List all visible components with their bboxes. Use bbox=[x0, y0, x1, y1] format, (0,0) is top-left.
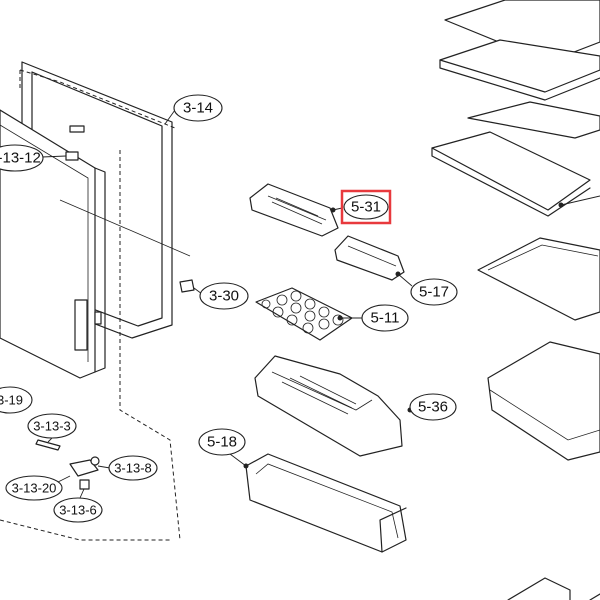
bin-5-18-inner bbox=[255, 463, 399, 539]
door-handle-bracket bbox=[74, 299, 88, 351]
bin-5-17-grille bbox=[347, 245, 397, 267]
shelf-3 bbox=[467, 101, 600, 139]
callouts: 3-14 3-13-12 3-30 3-19 3-13-3 3-13-8 bbox=[0, 94, 458, 523]
shelf-4 bbox=[431, 131, 591, 211]
leader-5-31 bbox=[332, 207, 343, 211]
crisper-drawer bbox=[487, 341, 600, 461]
callout-3-13-3[interactable]: 3-13-3 bbox=[27, 413, 77, 439]
door-handle-clip bbox=[94, 311, 102, 325]
part-3-13-8-pin bbox=[90, 456, 100, 466]
callout-5-18[interactable]: 5-18 bbox=[198, 428, 246, 456]
callout-label: 3-30 bbox=[209, 288, 239, 305]
bin-5-31 bbox=[249, 183, 339, 237]
part-3-13-3-shape bbox=[35, 439, 61, 451]
callout-label: 3-13-12 bbox=[0, 150, 41, 167]
upper-hinge-part bbox=[69, 125, 85, 133]
callout-3-13-6[interactable]: 3-13-6 bbox=[53, 497, 103, 523]
callout-label: 5-18 bbox=[207, 434, 237, 451]
upper-hinge-block bbox=[65, 151, 79, 161]
reference-line bbox=[59, 199, 191, 257]
crisper-cover-inner bbox=[487, 244, 599, 271]
callout-label: 3-13-3 bbox=[33, 419, 71, 434]
callout-label: 5-17 bbox=[419, 284, 449, 301]
bin-5-17 bbox=[334, 235, 405, 281]
door-panel bbox=[0, 109, 96, 379]
shelf-2 bbox=[439, 39, 600, 93]
callout-5-36[interactable]: 5-36 bbox=[409, 393, 457, 421]
leader-3-13-20 bbox=[57, 475, 71, 483]
callout-label: 3-13-6 bbox=[59, 503, 97, 518]
callout-3-13-12[interactable]: 3-13-12 bbox=[0, 144, 44, 172]
callout-label: 5-11 bbox=[371, 310, 400, 327]
part-3-13-8-shape bbox=[69, 459, 99, 477]
bin-5-36-inner bbox=[271, 371, 373, 411]
lower-part-edge bbox=[589, 593, 600, 600]
highlight-box bbox=[340, 189, 392, 225]
leader-5-18 bbox=[229, 453, 247, 467]
bin-5-18-end bbox=[379, 507, 407, 553]
crisper-drawer-line bbox=[489, 389, 600, 441]
callout-3-13-8[interactable]: 3-13-8 bbox=[108, 455, 158, 481]
door-panel-inner-line bbox=[0, 124, 89, 362]
callout-label: 3-19 bbox=[0, 393, 23, 408]
callout-3-30[interactable]: 3-30 bbox=[199, 282, 249, 310]
bin-5-36-ribs bbox=[281, 375, 357, 415]
bin-5-18 bbox=[245, 453, 407, 553]
callout-label: 5-31 bbox=[351, 199, 381, 216]
callout-3-19[interactable]: 3-19 bbox=[0, 386, 33, 414]
callout-label: 3-13-20 bbox=[12, 481, 57, 496]
bin-5-31-ribs bbox=[271, 197, 323, 225]
leader-3-13-3 bbox=[47, 437, 53, 443]
glass-shelves bbox=[431, 0, 600, 600]
egg-tray-cups bbox=[261, 290, 344, 334]
callout-3-14[interactable]: 3-14 bbox=[173, 94, 223, 122]
lower-part bbox=[507, 577, 571, 600]
part-3-30-shape bbox=[179, 279, 195, 293]
callout-label: 3-13-8 bbox=[114, 461, 152, 476]
callout-label: 5-36 bbox=[418, 399, 448, 416]
leader-3-13-6 bbox=[79, 488, 85, 499]
crisper-cover bbox=[477, 237, 600, 321]
shelf-2-edge bbox=[439, 59, 600, 101]
door-panel-edge bbox=[94, 167, 106, 373]
part-3-13-6-shape bbox=[79, 479, 90, 490]
callout-label: 3-14 bbox=[183, 100, 213, 117]
shelf-4-leader bbox=[560, 195, 600, 206]
door-bins bbox=[243, 183, 413, 553]
leader-3-13-12 bbox=[41, 155, 67, 158]
door-dashed-outline bbox=[0, 69, 181, 541]
bin-5-36 bbox=[254, 355, 403, 457]
callout-3-13-20[interactable]: 3-13-20 bbox=[5, 475, 63, 501]
leader-5-17 bbox=[397, 273, 413, 287]
door-assembly bbox=[0, 61, 195, 541]
egg-tray bbox=[255, 287, 353, 341]
callout-5-17[interactable]: 5-17 bbox=[410, 278, 458, 306]
leader-3-14 bbox=[164, 109, 176, 125]
bin-5-31-grille bbox=[267, 195, 327, 221]
callout-5-31[interactable]: 5-31 bbox=[343, 194, 389, 220]
callout-5-11[interactable]: 5-11 bbox=[361, 304, 409, 332]
shelf-4-edge bbox=[431, 147, 591, 217]
leader-3-13-8 bbox=[97, 465, 111, 469]
